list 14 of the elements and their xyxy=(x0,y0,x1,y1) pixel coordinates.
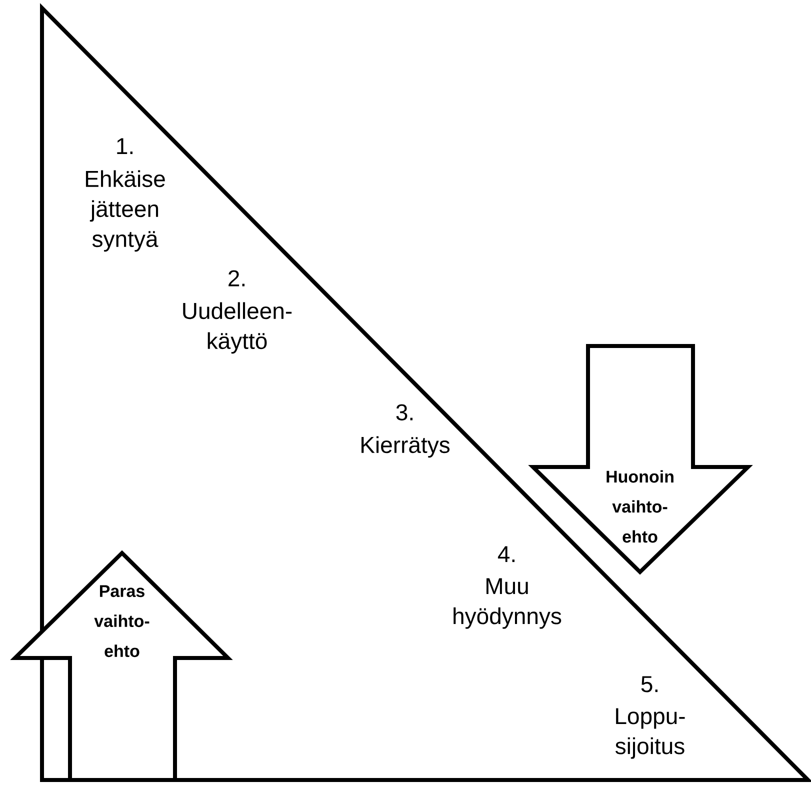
level-text: Uudelleen-käyttö xyxy=(183,302,292,354)
up-arrow xyxy=(10,550,233,782)
level-text: Loppu-sijoitus xyxy=(616,708,685,759)
level-text: 3. xyxy=(396,404,412,420)
level-text: 2. xyxy=(228,270,244,286)
level-text: Kierrätys xyxy=(362,436,450,458)
level-text: Muu hyödynnys xyxy=(454,578,562,629)
down-arrow xyxy=(528,344,753,575)
arrow-label: Huonoin vaihto-ehto xyxy=(606,470,674,543)
arrow-label: Paras vaihto-ehto xyxy=(94,585,150,658)
level-text: Ehkäise jätteen syntyä xyxy=(86,170,165,252)
level-text: 5. xyxy=(641,676,658,692)
level-text: 4. xyxy=(498,546,514,562)
level-text: 1. xyxy=(117,138,132,154)
